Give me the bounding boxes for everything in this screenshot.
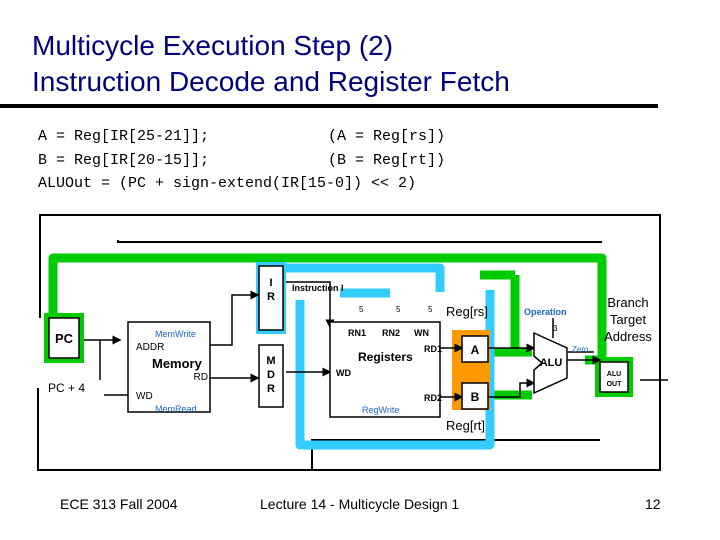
branch-label-1: Branch xyxy=(607,295,648,310)
title-line-1: Multicycle Execution Step (2) xyxy=(32,30,394,61)
rd1-label: RD1 xyxy=(424,344,442,354)
mdr-letter-m: M xyxy=(266,355,275,367)
footer-lecture: Lecture 14 - Multicycle Design 1 xyxy=(260,496,460,512)
code-line-2-left: B = Reg[IR[20-15]]; xyxy=(38,152,210,169)
pc-register xyxy=(48,317,80,359)
b-register-label: B xyxy=(471,390,480,404)
outer-feedback-wires xyxy=(37,214,661,471)
title-line-2: Instruction Decode and Register Fetch xyxy=(32,66,510,97)
alu-unit xyxy=(533,331,568,395)
code-line-1-left: A = Reg[IR[25-21]]; xyxy=(38,128,210,145)
mdr-letter-r: R xyxy=(267,383,275,395)
code-line-3: ALUOut = (PC + sign-extend(IR[15-0]) << … xyxy=(38,175,417,192)
memwrite-label: MemWrite xyxy=(155,329,196,339)
register-file xyxy=(329,321,441,418)
wn-label: WN xyxy=(414,328,429,338)
regwd-label: WD xyxy=(336,368,351,378)
rn1-label: RN1 xyxy=(348,328,366,338)
reg-rt-annotation: Reg[rt] xyxy=(446,418,485,433)
ir-letter-i: I xyxy=(269,277,272,289)
pc-plus4-annotation: PC + 4 xyxy=(48,381,85,395)
instruction-label: Instruction I xyxy=(292,283,344,293)
branch-label-3: Address xyxy=(604,329,652,344)
code-line-2-right: (B = Reg[rt]) xyxy=(328,152,446,169)
b-register xyxy=(461,382,489,410)
mdr-register xyxy=(258,344,284,408)
pc-plus4-bg xyxy=(46,380,104,396)
footer-page-number: 12 xyxy=(645,496,661,512)
field-width-3: 5 xyxy=(428,305,433,314)
field-width-2: 5 xyxy=(396,305,401,314)
ir-letter-r: R xyxy=(267,291,275,303)
zero-label: Zero xyxy=(572,345,589,354)
memory-name: Memory xyxy=(152,356,203,371)
code-line-1-right: (A = Reg[rs]) xyxy=(328,128,446,145)
rn2-label: RN2 xyxy=(382,328,400,338)
registers-name: Registers xyxy=(358,350,413,364)
memory-wd-label: WD xyxy=(136,391,153,402)
operation-width: 3 xyxy=(553,324,558,333)
memory-rd-label: RD xyxy=(194,372,208,383)
slide-title: Multicycle Execution Step (2) Instructio… xyxy=(32,28,510,100)
aluout-label-2: OUT xyxy=(607,381,623,388)
reg-rs-annotation: Reg[rs] xyxy=(446,304,488,319)
alu-name: ALU xyxy=(540,357,563,369)
aluout-register xyxy=(599,361,629,393)
aluout-label-1: ALU xyxy=(607,371,621,378)
memory-block xyxy=(127,321,211,413)
memory-addr-label: ADDR xyxy=(136,342,164,353)
field-width-1: 5 xyxy=(359,305,364,314)
branch-label-2: Target xyxy=(610,312,647,327)
footer-course: ECE 313 Fall 2004 xyxy=(60,496,178,512)
title-rule xyxy=(0,104,658,108)
datapath-wires xyxy=(84,281,668,402)
operation-label: Operation xyxy=(524,307,567,317)
a-register-label: A xyxy=(471,343,480,357)
memread-label: MemRead xyxy=(155,404,197,414)
a-register xyxy=(461,335,489,363)
rd2-label: RD2 xyxy=(424,393,442,403)
pc-label: PC xyxy=(55,331,74,346)
regwrite-label: RegWrite xyxy=(362,405,399,415)
instruction-register xyxy=(258,265,284,331)
mdr-letter-d: D xyxy=(267,369,275,381)
